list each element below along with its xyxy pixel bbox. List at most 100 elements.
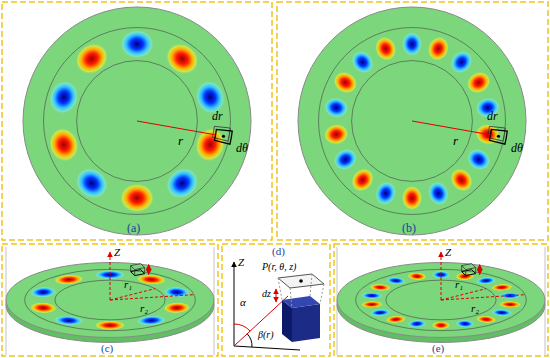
outer-radius-label: r₂ [140,302,148,315]
outer-radius-line [441,295,525,300]
mode-lobe [69,161,115,205]
mode-lobe [404,271,430,281]
point-marker [299,279,303,283]
mode-shape-perspective [337,247,545,355]
panel-label: (e) [432,342,444,355]
radius-line [137,121,216,135]
beta-arc [247,334,252,347]
mode-lobe [424,178,452,209]
mode-lobe [346,46,378,79]
mode-lobe [48,272,90,287]
panel-label: (d) [272,245,285,258]
z-axis [441,252,442,300]
projection-line [320,284,324,304]
panel-frame [222,244,330,356]
mode-lobe [463,67,495,98]
inner-radius-label: r₁ [455,278,463,291]
mode-lobe [424,33,452,64]
projection-line [310,274,312,296]
ring-width-label: dr [212,110,223,123]
panel-frame [277,2,548,240]
ring-boundary [319,28,506,215]
mode-lobe [497,292,523,300]
alpha-arc [234,324,250,331]
mode-lobe [48,313,90,328]
thickness-arrow [479,265,480,275]
radius-label: r [178,134,183,147]
mode-lobe [159,161,205,205]
mode-lobe [359,300,385,308]
mode-lobe [359,292,385,300]
panel-frame [334,244,548,356]
element-outline [489,129,507,144]
angle-label: dθ [236,142,248,155]
mode-shape-top-view [23,7,251,235]
mode-lobe [497,300,523,308]
axis-label: Z [114,246,120,259]
mode-lobe [431,321,450,329]
height-label: dz [262,287,271,300]
element-outline [131,264,145,270]
plate-disk [298,7,526,235]
element-center [497,135,500,138]
mode-lobe [366,282,395,292]
mode-lobe [120,29,155,59]
polar-angle-label: α [240,296,246,309]
element-edge [134,270,135,276]
position-line [234,296,288,346]
z-axis [110,252,111,300]
mode-lobe [463,144,495,175]
element-edge [130,266,131,272]
mode-lobe [329,67,361,98]
point-label: P(r, θ, z) [262,260,296,273]
panel-label: (a) [127,222,140,235]
outer-radius-line [110,295,194,300]
projection-line [278,278,282,300]
projection-line [290,288,292,308]
z-axis [234,262,235,346]
element-edge [465,270,466,276]
mode-shape-top-view [298,7,526,235]
element-edge [461,266,462,272]
mode-lobe [366,308,395,318]
element-sketch [234,262,324,350]
cube-face [292,304,320,342]
mode-lobe [445,164,477,197]
mode-lobe [402,185,423,210]
panel-label: (c) [101,342,113,355]
mode-lobe [120,183,155,213]
mode-lobe [322,122,350,147]
angle-label: dθ [511,142,523,155]
mode-lobe [94,320,126,330]
mode-shape-perspective [6,247,214,355]
dz-arrow [276,289,277,302]
mode-lobe [404,319,430,329]
mode-lobe [445,46,477,79]
azimuth-label: β(r) [258,328,274,341]
mode-lobe [329,144,361,175]
element-outline [462,264,476,270]
ring-width-label: dr [487,110,498,123]
axis-label: Z [238,256,244,269]
mode-lobe [487,282,516,292]
surface-tile [278,274,324,288]
element-edge [475,268,476,274]
element-center [222,135,225,138]
element-outline [131,270,145,276]
ring-boundary [44,28,231,215]
panel-frame [2,244,218,356]
mode-lobe [322,95,350,120]
axis-label: Z [445,246,451,259]
mode-lobe [346,164,378,197]
panel-label: (b) [402,222,416,235]
mode-lobe [372,178,400,209]
radius-label: r [453,134,458,147]
plate-disk [23,7,251,235]
radial-axis [234,346,300,350]
radius-line [412,121,491,135]
outer-radius-label: r₂ [471,302,479,315]
